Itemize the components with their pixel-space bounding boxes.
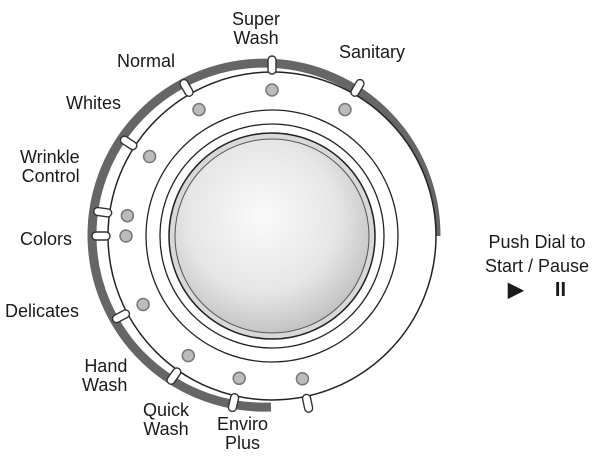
- cycle-pointer-delicates: [111, 309, 131, 324]
- outer-ring-arc: [87, 58, 441, 412]
- cycle-label-colors: Colors: [20, 229, 73, 249]
- cycle-label-quick-wash: Quick Wash: [143, 400, 190, 439]
- cycle-pointer-whites: [119, 135, 138, 151]
- cycle-dot-normal[interactable]: [192, 102, 206, 117]
- cycle-dot-wrinkle-control[interactable]: [120, 208, 135, 223]
- cycle-label-delicates: Delicates: [5, 301, 80, 321]
- cycle-label-hand-wash: Hand Wash: [82, 356, 128, 395]
- cycle-pointer-colors: [91, 231, 111, 241]
- cycle-pointer-hand-wash: [166, 367, 182, 385]
- cycle-dot-sanitary[interactable]: [338, 102, 352, 117]
- push-line-1: Push Dial to: [488, 232, 586, 252]
- cycle-label-enviro-plus: Enviro Plus: [217, 414, 269, 453]
- cycle-pointer-sanitary: [350, 78, 365, 97]
- cycle-label-super-wash: Super Wash: [232, 9, 281, 48]
- push-line-2: Start / Pause: [484, 256, 590, 276]
- cycle-pointer-super-wash: [267, 55, 277, 75]
- cycle-label-sanitary: Sanitary: [339, 42, 406, 62]
- push-dial-instruction: Push Dial to Start / Pause ▶ II: [462, 230, 612, 302]
- cycle-dot-delicates[interactable]: [136, 297, 150, 312]
- cycle-pointer-quick-wash: [227, 393, 240, 413]
- cycle-pointer-enviro-plus: [301, 393, 314, 413]
- cycle-dot-enviro-plus[interactable]: [295, 372, 310, 386]
- cycle-dot-whites[interactable]: [142, 149, 157, 164]
- cycle-pointer-normal: [179, 78, 194, 97]
- knob[interactable]: [174, 138, 370, 334]
- cycle-dot-hand-wash[interactable]: [181, 348, 196, 363]
- cycle-pointer-wrinkle-control: [93, 206, 113, 218]
- pause-icon: II: [554, 279, 567, 301]
- cycle-dot-colors[interactable]: [119, 229, 133, 243]
- cycle-dot-quick-wash[interactable]: [232, 371, 246, 386]
- cycle-dot-super-wash[interactable]: [265, 83, 279, 97]
- play-icon: ▶: [507, 279, 524, 301]
- cycle-label-wrinkle-control: Wrinkle Control: [20, 147, 80, 186]
- cycle-label-normal: Normal: [117, 51, 176, 71]
- cycle-label-whites: Whites: [66, 93, 122, 113]
